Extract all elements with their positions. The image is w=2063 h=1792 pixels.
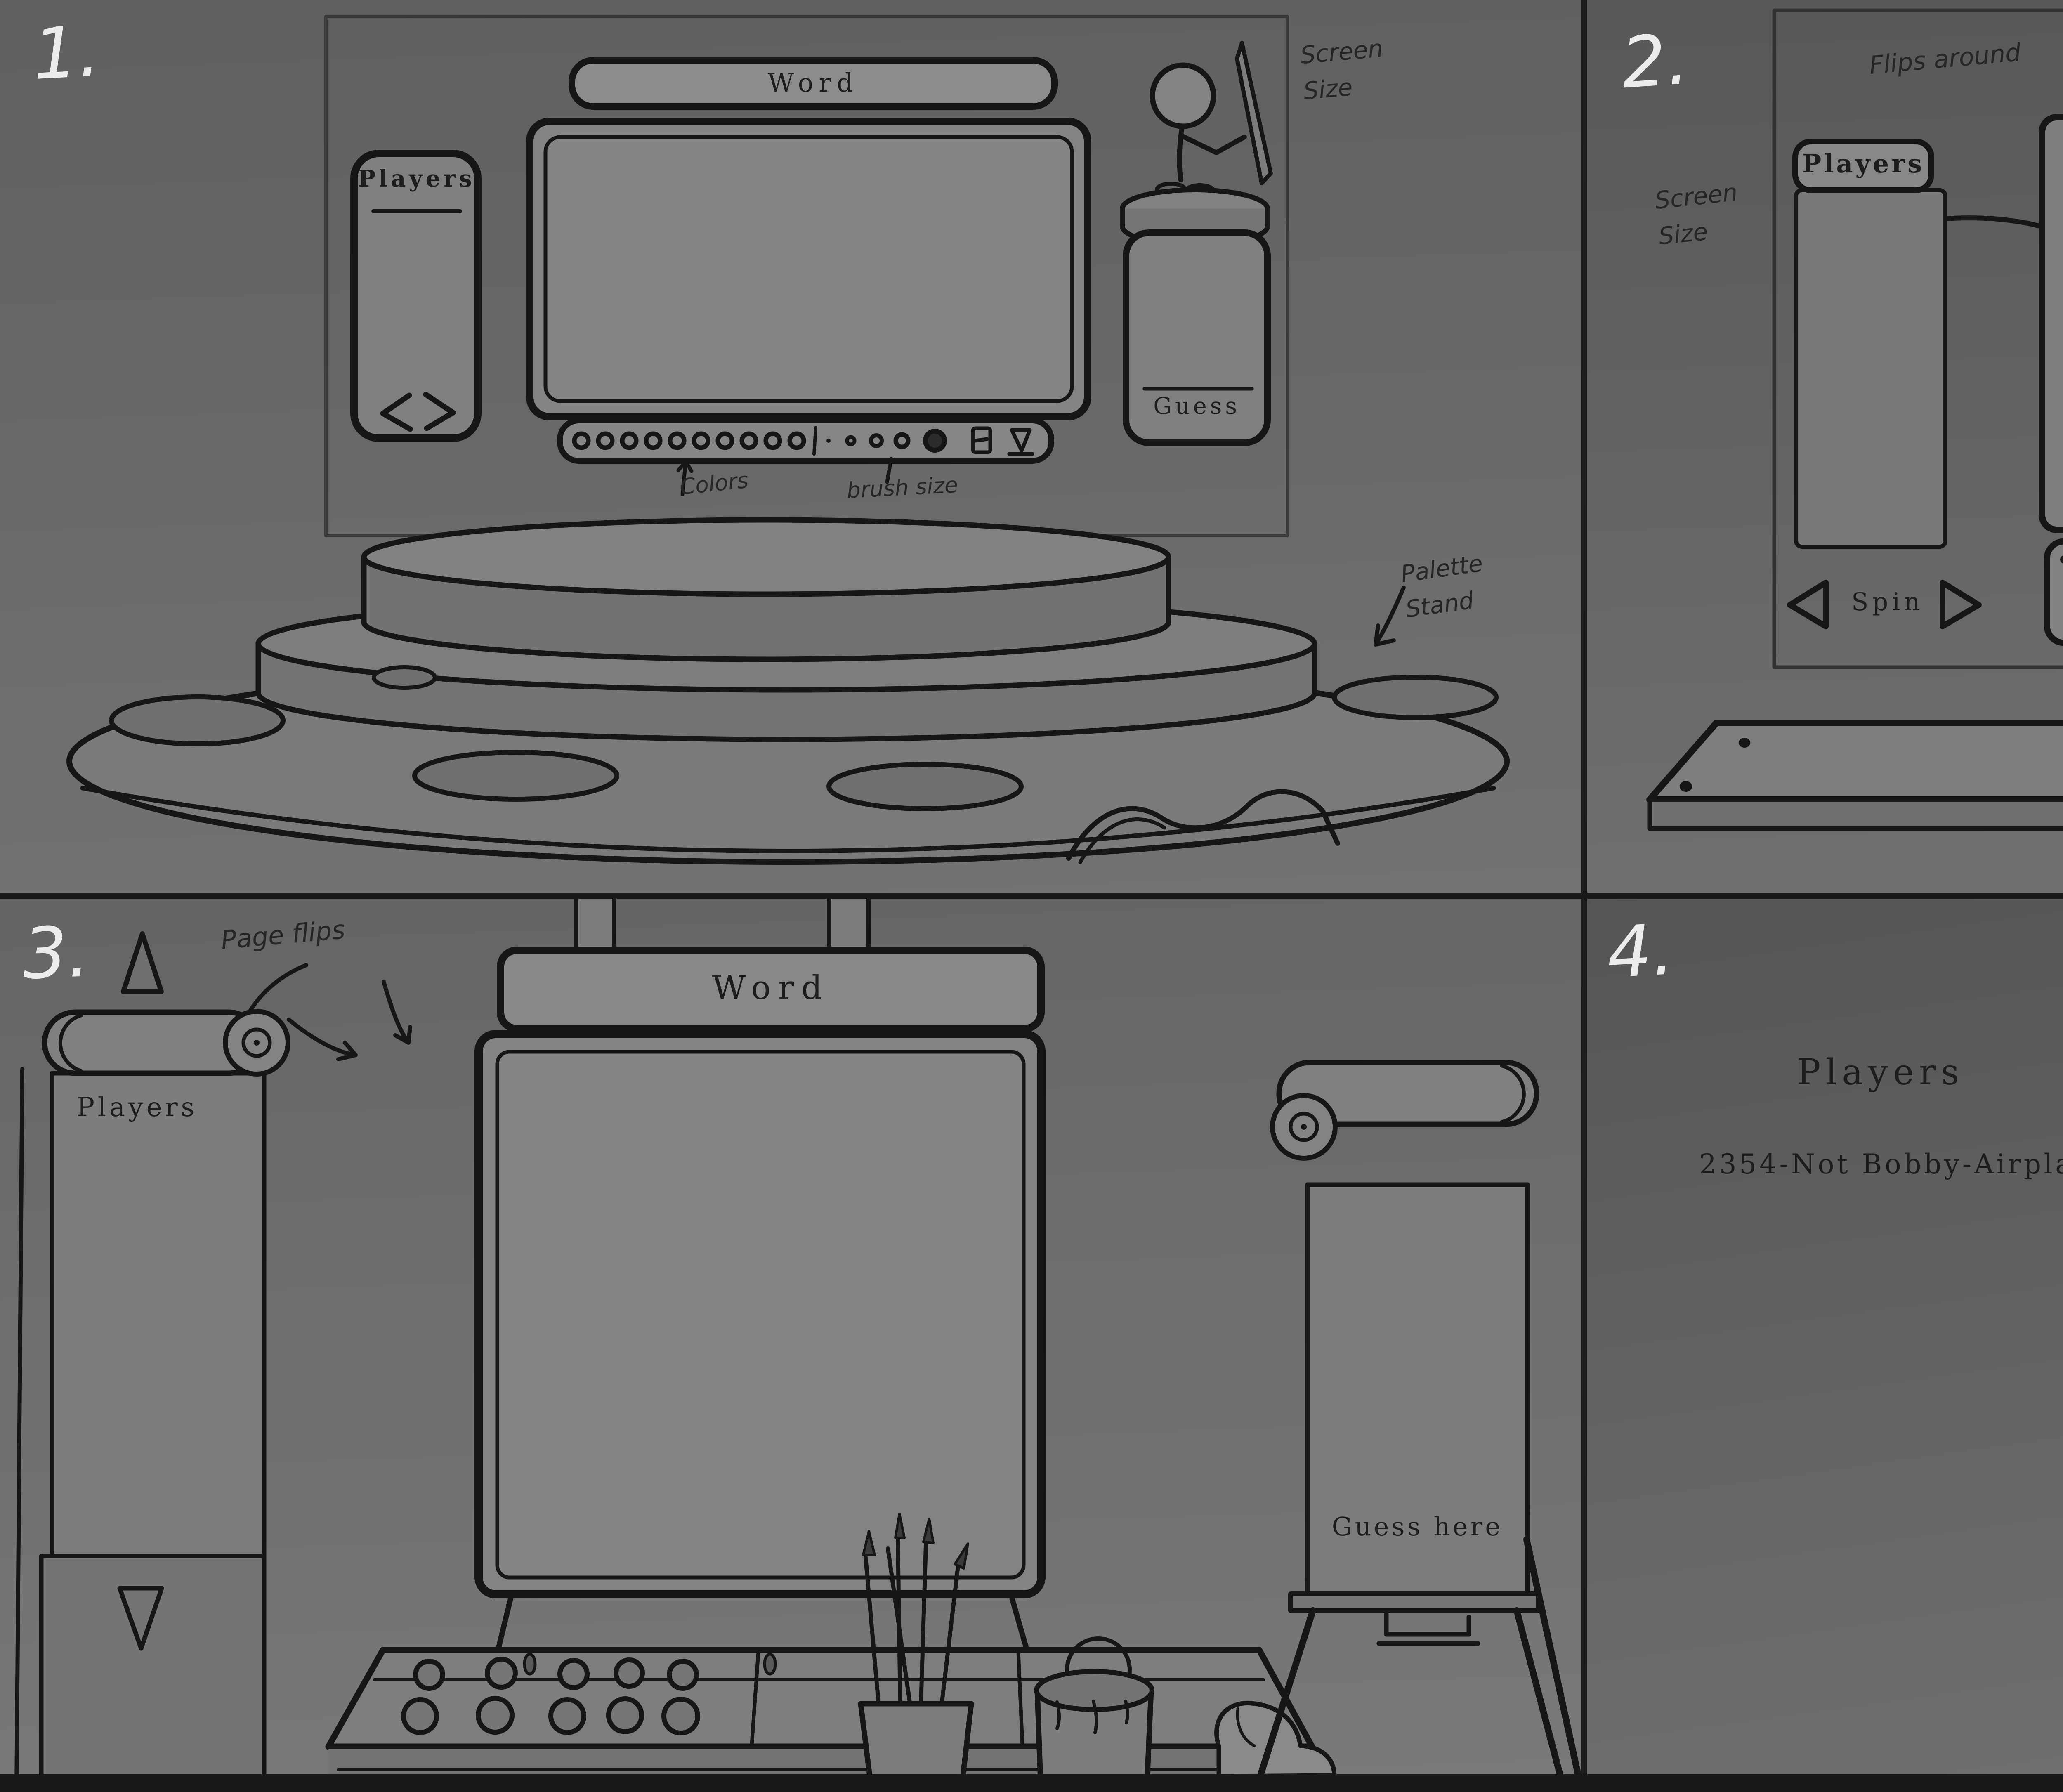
pencil-prop [1235,41,1273,185]
spin-right-button[interactable] [1940,580,1982,629]
rag-prop [1214,1701,1337,1779]
paint-can-prop [1034,1636,1154,1786]
paint-well[interactable] [109,694,286,746]
panel-1-tablet-concept: 1. Word Players Guess Screen Size Colors… [0,0,1584,896]
word-banner-label: Word [767,68,859,98]
horizontal-divider [0,893,2063,899]
colors-arrow [676,459,694,496]
table-surface [1646,720,2063,831]
screen-size-note: Screen Size [1653,178,1739,250]
players-next-button[interactable] [423,392,456,431]
thumb-notch [1066,789,1340,861]
mascot-figure [1120,41,1273,248]
spin-label: Spin [1851,588,1924,616]
guess-here-label: Guess here [1331,1511,1503,1542]
spin-control[interactable] [1787,580,1982,629]
brush-cup [858,1513,974,1786]
players-prev-button[interactable] [380,392,413,432]
word-sign-label: Word [712,968,830,1007]
players-panel[interactable] [350,150,482,442]
guess-label: Guess [1153,393,1240,420]
guess-panel[interactable] [1123,229,1271,446]
brush-size-pointer [885,457,893,484]
guess-scroll-easel [1252,1060,1584,1792]
panel-number: 3. [21,911,91,995]
toolbar-divider [812,426,817,456]
panel-4-non-drawer-view: 4. Non - Drawer view Players 2354-Not Bo… [1584,896,2063,1792]
panel-2-clipboard-concept: 2. Flips around Screen Size Players Spin… [1584,0,2063,896]
panel-number: 2. [1619,18,1691,105]
players-label: Players [1796,1052,1964,1093]
brush-size-buttons[interactable] [826,429,947,453]
screen-outline [1772,8,2063,669]
screen-size-note: Screen Size [1299,34,1384,105]
players-label: Players [358,165,475,192]
scroll-stand [39,1554,267,1792]
paint-blobs[interactable] [401,1657,700,1735]
drawing-canvas[interactable] [526,118,1091,420]
color-swatches[interactable] [572,431,806,450]
paint-well[interactable] [826,762,1024,811]
word-banner [569,57,1058,110]
bottom-bar [0,1774,2063,1792]
players-label: Players [1802,149,1925,179]
up-triangle [121,931,164,994]
palette-stand-arrow [1374,586,1406,647]
brush-toolbar[interactable] [557,418,1054,464]
paint-well[interactable] [1332,675,1499,720]
players-label: Players [77,1092,198,1123]
drawing-canvas[interactable] [474,1030,1046,1655]
word-sign [497,896,1045,1032]
paint-well[interactable] [412,750,619,802]
panel-number: 1. [31,10,102,96]
fill-tool-icon[interactable] [971,426,992,454]
spin-left-button[interactable] [1787,580,1829,629]
clipboard-canvas[interactable] [2039,13,2063,533]
player-entry: 2354-Not Bobby-Airplane [1699,1148,2063,1180]
panel-number: 4. [1605,909,1676,994]
palette-stand [66,517,1510,865]
panel-3-easel-concept: 3. Page flips Players Word Guess here [0,896,1584,1792]
eraser-tool-icon[interactable] [1007,428,1034,456]
colors-tray[interactable] [2044,538,2063,646]
players-panel[interactable] [1792,139,1947,549]
players-scroll [14,1009,290,1792]
